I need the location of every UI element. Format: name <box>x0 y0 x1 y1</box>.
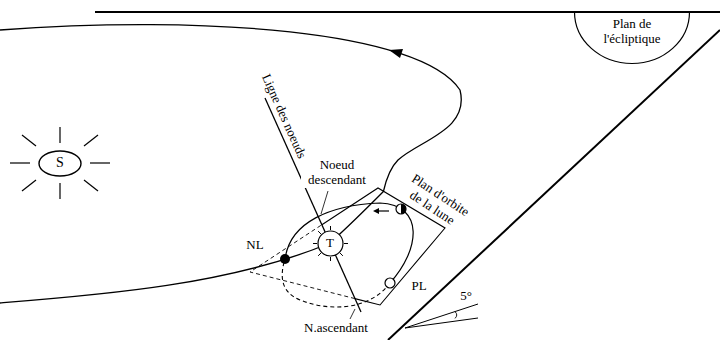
orbit-arrowhead <box>389 49 403 58</box>
earth-tick <box>340 253 343 256</box>
node-text: Plan de l'écliptique <box>592 17 672 47</box>
ecliptic-plane-label: Plan de l'écliptique <box>574 12 690 64</box>
moon-orbit <box>285 203 413 283</box>
sun-ray <box>22 135 36 146</box>
leader-line <box>350 309 355 319</box>
sun-ray <box>84 180 98 191</box>
leader-line <box>321 191 328 214</box>
sun-ellipse <box>39 151 81 176</box>
plane-label: Plan d'orbite de la lune <box>394 167 479 237</box>
quarter-moon-shadow <box>401 204 406 214</box>
sun-ray <box>10 162 30 163</box>
earth-tick <box>330 257 331 261</box>
earth-tick <box>344 243 348 244</box>
motion-arrowhead <box>373 208 379 214</box>
angle-line <box>405 304 478 328</box>
sun-ray <box>59 183 60 199</box>
angle-line <box>405 318 478 328</box>
earth-circle <box>318 231 343 256</box>
moon-orbit-hidden <box>282 259 390 307</box>
node-label: N.ascendant <box>303 321 369 336</box>
earth-tick <box>318 231 321 234</box>
moon-orbit-plane-hidden <box>250 225 355 299</box>
quarter-moon <box>396 204 406 214</box>
new-moon <box>280 254 290 264</box>
ecliptic-plane-edge <box>388 30 720 340</box>
angle-arc <box>455 312 457 319</box>
moon-phase-label: NL <box>245 238 264 253</box>
sun-symbol: S <box>38 150 82 177</box>
axis-label: Ligne des noeuds <box>257 71 309 162</box>
moon-phase-label: PL <box>410 279 427 294</box>
node-text: S <box>56 155 64 171</box>
ecliptic-plane-edge <box>95 11 720 13</box>
earth-tick <box>318 253 321 256</box>
sun-rays <box>10 127 110 199</box>
earth-symbol: T <box>311 224 350 263</box>
earth-orbit <box>0 25 461 303</box>
sun-ray <box>90 162 110 163</box>
plane-arc <box>575 12 690 64</box>
earth-tick <box>340 231 343 234</box>
motion-arrow <box>378 210 389 211</box>
node-label: Noeud descendant <box>301 158 373 188</box>
earth-tick <box>313 243 317 244</box>
sun-ray <box>59 127 60 143</box>
earth-tick <box>330 226 331 230</box>
full-moon <box>385 278 395 288</box>
angle-label: 5° <box>459 289 473 304</box>
sun-ray <box>22 180 36 191</box>
sun-ray <box>84 135 98 146</box>
node-text: T <box>326 236 334 251</box>
